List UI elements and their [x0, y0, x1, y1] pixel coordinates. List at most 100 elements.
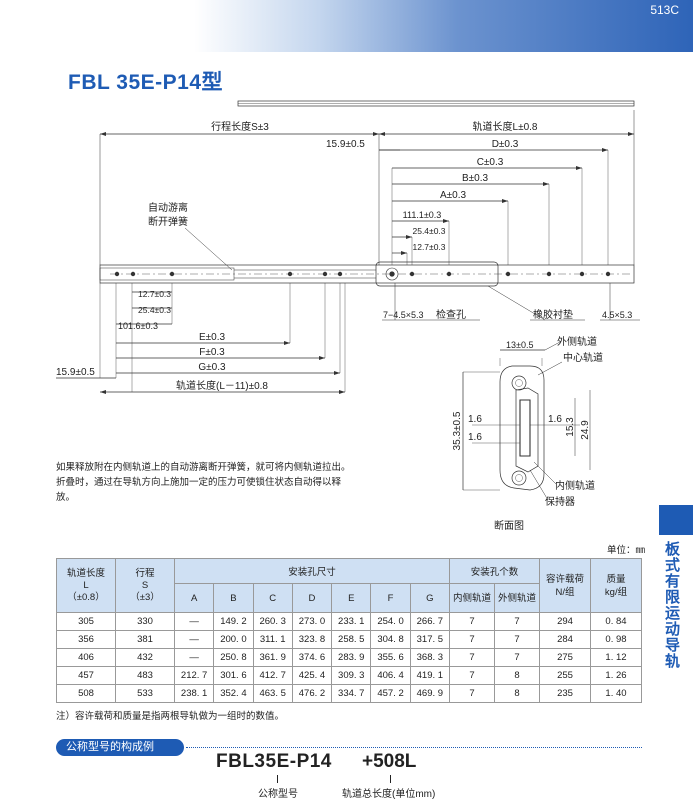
page-title: FBL 35E-P14型	[68, 71, 223, 94]
table-cell: 508	[56, 684, 116, 703]
example-divider	[186, 747, 642, 748]
dim-D: D±0.3	[492, 139, 519, 150]
sec-retainer: 保持器	[545, 495, 575, 508]
table-cell: 283. 9	[331, 648, 372, 667]
table-cell: 250. 8	[213, 648, 254, 667]
side-tab-label: 板式有限运动导轨	[663, 541, 680, 669]
table-cell: 1. 26	[590, 666, 642, 685]
ball-top	[511, 375, 527, 391]
sec-inner-rail: 内侧轨道	[555, 479, 595, 492]
table-cell: 301. 6	[213, 666, 254, 685]
example-suffix: +508L	[362, 751, 417, 772]
table-cell: 305	[56, 612, 116, 631]
dim-stroke: 行程长度S±3	[211, 120, 269, 133]
sec-d249: 24.9	[580, 420, 591, 440]
th-stroke-label: 行程	[135, 567, 155, 579]
table-cell: 533	[115, 684, 175, 703]
th-load-label: 容许载荷	[545, 573, 584, 585]
table-cell: —	[173, 612, 215, 631]
th-rail-length-sym: L	[83, 579, 89, 591]
callout-rubber-pad: 橡胶衬垫	[533, 308, 573, 321]
table-cell: 7	[449, 648, 495, 667]
sec-d16b: 1.6	[468, 432, 482, 443]
release-description: 如果释放附在内侧轨道上的自动游离断开弹簧，就可将内侧轨道拉出。折叠时，通过在导轨…	[56, 462, 351, 503]
section-outer-rail	[499, 365, 545, 491]
th-col-C: C	[252, 583, 293, 613]
th-mass-unit: kg/组	[604, 586, 628, 598]
table-cell: 457	[56, 666, 116, 685]
suffix-tick	[390, 775, 391, 783]
dim-E: E±0.3	[199, 332, 225, 343]
sec-d153: 15.3	[565, 417, 576, 437]
table-cell: 254. 0	[370, 612, 411, 631]
dim-111: 111.1±0.3	[403, 210, 442, 220]
table-cell: 406. 4	[370, 666, 411, 685]
table-cell: 368. 3	[409, 648, 451, 667]
dim-b25: 25.4±0.3	[138, 305, 171, 315]
sec-height: 35.3±0.5	[452, 411, 463, 450]
callout-inspection-hole: 检查孔	[436, 308, 466, 321]
table-cell: 7	[449, 630, 495, 649]
spec-table: 轨道长度 L （±0.8） 行程 S （±3） 安装孔尺寸 安装孔个数 容许载荷…	[56, 558, 642, 703]
th-col-A: A	[173, 583, 215, 613]
table-cell: 419. 1	[409, 666, 451, 685]
table-cell: 317. 5	[409, 630, 451, 649]
th-col-F: F	[370, 583, 411, 613]
callout-spring-2: 断开弹簧	[148, 215, 188, 228]
table-note: 注）容许载荷和质量是指两根导轨做为一组时的数值。	[56, 711, 285, 722]
table-cell: 355. 6	[370, 648, 411, 667]
dim-b101: 101.6±0.3	[118, 321, 158, 331]
table-cell: 0. 98	[590, 630, 642, 649]
table-cell: 463. 5	[252, 684, 293, 703]
table-cell: 284	[539, 630, 591, 649]
table-cell: —	[173, 630, 215, 649]
th-rail-length-label: 轨道长度	[66, 567, 105, 579]
th-mount-size: 安装孔尺寸	[174, 558, 450, 584]
th-mass: 质量 kg/组	[590, 558, 642, 613]
table-cell: 476. 2	[291, 684, 333, 703]
table-cell: 260. 3	[252, 612, 293, 631]
callout-spring-1: 自动游离	[148, 201, 188, 214]
dim-offset-top: 15.9±0.5	[326, 139, 365, 150]
dim-C: C±0.3	[477, 157, 504, 168]
th-rail-length: 轨道长度 L （±0.8）	[56, 558, 116, 613]
table-cell: 334. 7	[331, 684, 372, 703]
table-cell: 238. 1	[173, 684, 215, 703]
th-stroke: 行程 S （±3）	[115, 558, 175, 613]
header-band: 513C	[0, 0, 693, 52]
table-cell: 258. 5	[331, 630, 372, 649]
dim-rail-length: 轨道长度L±0.8	[473, 120, 538, 133]
table-cell: 330	[115, 612, 175, 631]
technical-drawing: 行程长度S±3 轨道长度L±0.8 15.9±0.5 D±0.3 C±0.3 B…	[56, 100, 640, 508]
th-col-D: D	[291, 583, 333, 613]
section-caption: 断面图	[494, 521, 524, 532]
th-col-G: G	[409, 583, 451, 613]
table-cell: 235	[539, 684, 591, 703]
table-cell: 352. 4	[213, 684, 254, 703]
section-middle-rail	[515, 387, 539, 473]
th-mount-count: 安装孔个数	[449, 558, 540, 584]
table-cell: 7	[494, 612, 540, 631]
table-cell: 255	[539, 666, 591, 685]
table-cell: 432	[115, 648, 175, 667]
table-cell: 356	[56, 630, 116, 649]
callout-hole-spec: 7−4.5×5.3	[383, 310, 424, 320]
dim-b127: 12.7±0.3	[138, 289, 171, 299]
dim-rail-total: 轨道长度(L－11)±0.8	[176, 379, 268, 392]
sec-d16a: 1.6	[468, 414, 482, 425]
th-outer-rail: 外侧轨道	[494, 583, 540, 613]
table-cell: 374. 6	[291, 648, 333, 667]
dim-A: A±0.3	[440, 190, 466, 201]
table-cell: 275	[539, 648, 591, 667]
table-cell: 406	[56, 648, 116, 667]
th-stroke-sym: S	[141, 579, 149, 591]
example-model-label: 公称型号	[258, 789, 298, 800]
sec-middle-rail: 中心轨道	[563, 351, 603, 364]
table-cell: 412. 7	[252, 666, 293, 685]
table-cell: 212. 7	[173, 666, 215, 685]
table-cell: 8	[494, 684, 540, 703]
